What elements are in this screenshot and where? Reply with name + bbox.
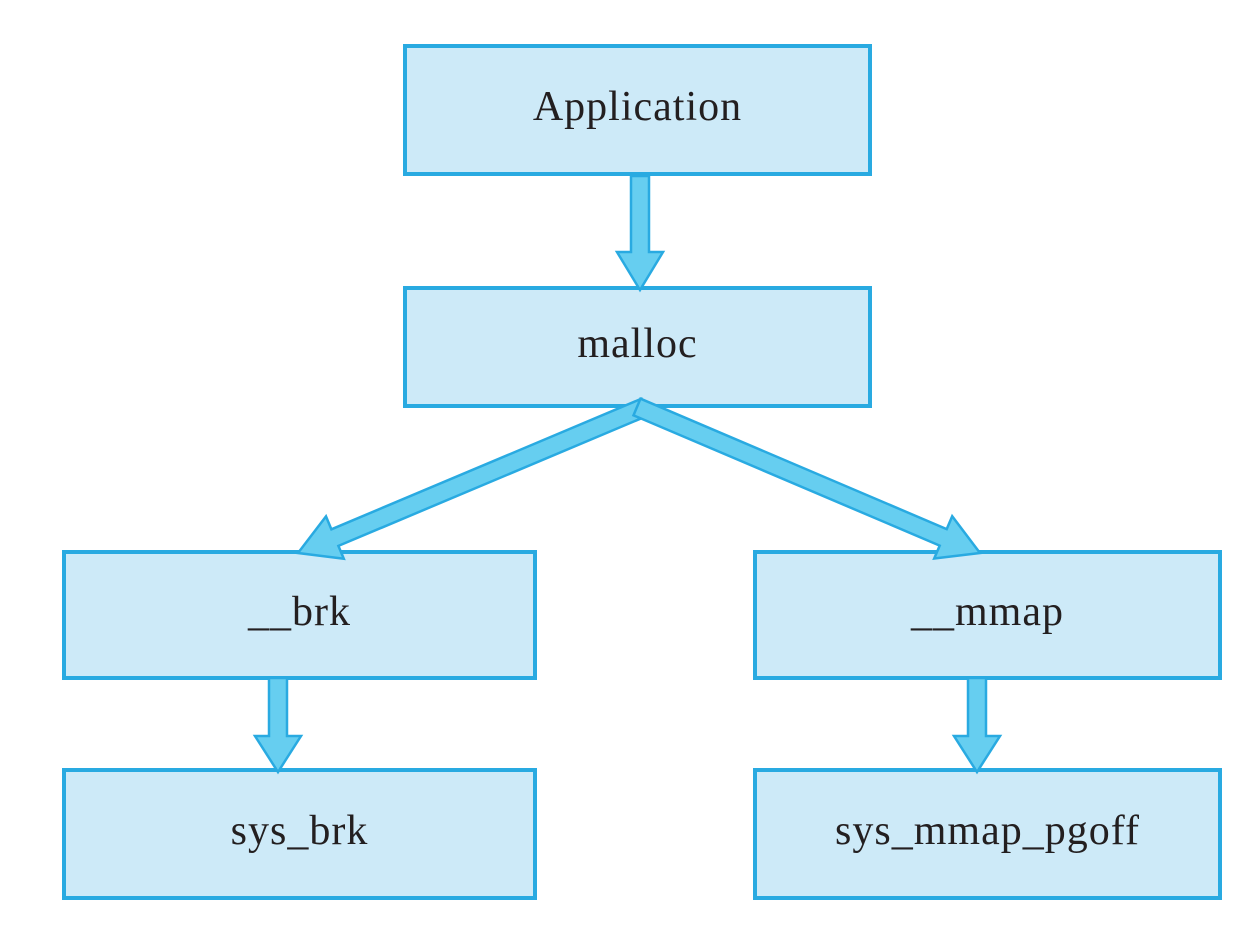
node-sys-brk-label: sys_brk xyxy=(230,808,369,854)
node-malloc: malloc xyxy=(403,286,872,408)
node-mmap-label: __mmap xyxy=(911,589,1064,635)
arrow-mmap-to-sys-mmap-pgoff xyxy=(951,676,1003,775)
node-sys-mmap-pgoff-label: sys_mmap_pgoff xyxy=(835,808,1140,854)
node-application: Application xyxy=(403,44,872,176)
node-malloc-label: malloc xyxy=(577,321,698,367)
node-brk: __brk xyxy=(62,550,537,680)
arrow-malloc-to-brk xyxy=(295,397,651,561)
node-sys-brk: sys_brk xyxy=(62,768,537,900)
node-brk-label: __brk xyxy=(248,589,351,635)
arrow-malloc-to-mmap xyxy=(631,397,983,560)
arrow-brk-to-sys-brk xyxy=(252,676,304,775)
node-mmap: __mmap xyxy=(753,550,1222,680)
arrow-application-to-malloc xyxy=(614,174,666,293)
node-application-label: Application xyxy=(532,84,743,130)
node-sys-mmap-pgoff: sys_mmap_pgoff xyxy=(753,768,1222,900)
